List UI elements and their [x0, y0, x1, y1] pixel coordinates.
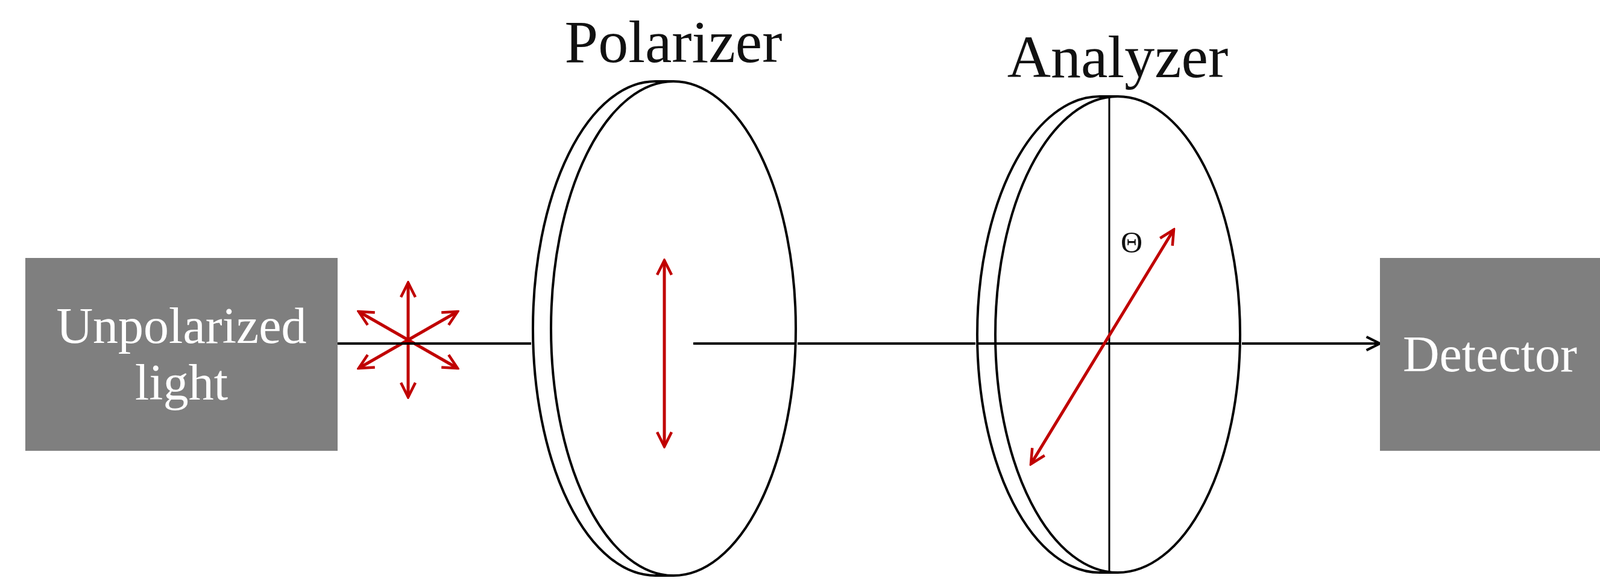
unpolarized-symbol [358, 282, 458, 398]
box-label: Unpolarized light [25, 297, 338, 412]
light-beam [337, 342, 532, 345]
analyzer-axis-arrow [1030, 229, 1174, 465]
angle-label: Θ [1120, 227, 1143, 258]
polarizer-disc: Polarizer [531, 79, 798, 578]
disc-face [551, 81, 796, 576]
polarization-arrow [358, 311, 458, 369]
detector-box: Detector [1379, 258, 1600, 451]
disc-outline [975, 94, 1242, 575]
disc-face [995, 96, 1241, 573]
polarization-arrow [358, 311, 458, 369]
polarizer-axis-arrow [663, 260, 667, 447]
disc-outline [531, 79, 798, 578]
light-beam [797, 342, 976, 345]
analyzer-disc: AnalyzerΘ [975, 94, 1242, 575]
light-beam [1241, 342, 1380, 345]
component-label: Polarizer [549, 12, 798, 73]
box-label: Detector [1402, 326, 1578, 383]
beam-segment [693, 342, 795, 345]
component-label: Analyzer [993, 27, 1242, 88]
light-source-box: Unpolarized light [25, 258, 338, 451]
